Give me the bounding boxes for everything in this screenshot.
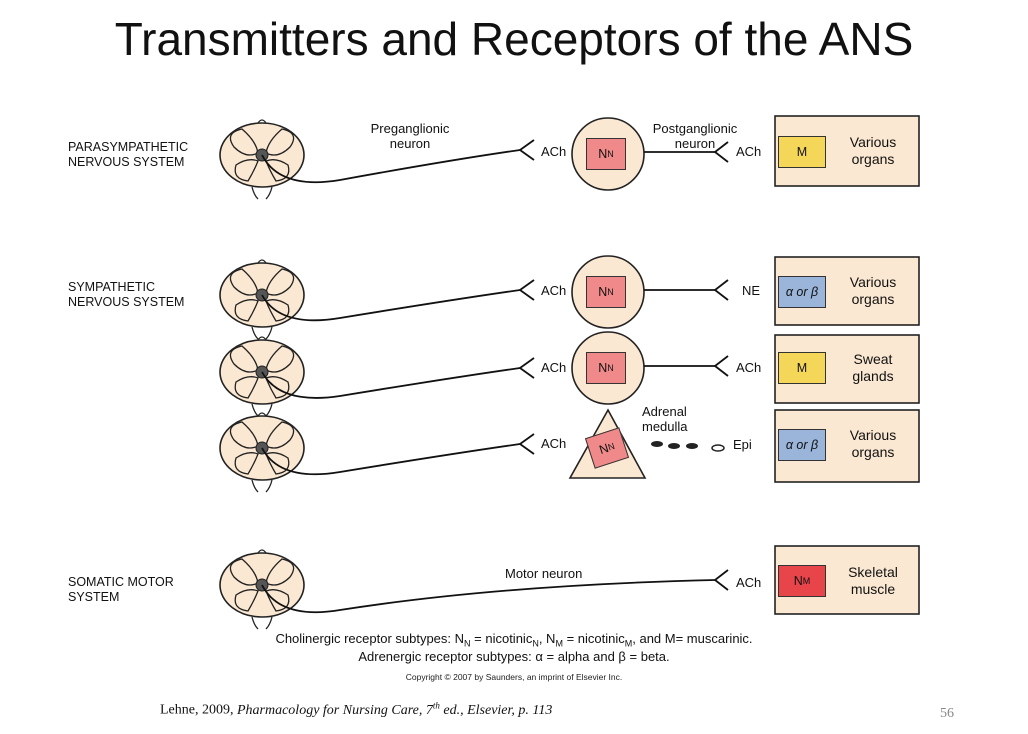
ach-label-effector-1: ACh	[736, 144, 762, 159]
postganglionic-label: Postganglionic neuron	[652, 121, 738, 151]
organ-label-sweat: Sweat glands	[852, 351, 894, 384]
copyright-notice: Copyright © 2007 by Saunders, an imprint…	[405, 672, 623, 682]
somatic-label: SOMATIC MOTOR SYSTEM	[68, 575, 174, 604]
cholinergic-legend: Cholinergic receptor subtypes: NN = nico…	[275, 631, 753, 649]
organ-label-various-2: Various organs	[849, 274, 897, 307]
motor-neuron-label: Motor neuron	[505, 566, 583, 581]
alpha-beta-receptor-1: α or β	[778, 276, 826, 308]
adrenergic-legend: Adrenergic receptor subtypes: α = alpha …	[358, 649, 670, 664]
citation: Lehne, 2009, Pharmacology for Nursing Ca…	[160, 700, 553, 718]
ach-label-ganglion-1: ACh	[541, 144, 567, 159]
ach-label-ganglion-4: ACh	[541, 436, 567, 451]
ach-label-ganglion-2: ACh	[541, 283, 567, 298]
adrenal-medulla-label: Adrenal medulla	[642, 404, 688, 434]
alpha-beta-receptor-2: α or β	[778, 429, 826, 461]
ach-label-effector-3: ACh	[736, 360, 762, 375]
page-number: 56	[940, 706, 954, 721]
slide-title: Transmitters and Receptors of the ANS	[114, 13, 914, 65]
organ-label-skeletal: Skeletal muscle	[848, 564, 898, 597]
organ-label-various-3: Various organs	[849, 427, 897, 460]
epi-label: Epi	[733, 437, 752, 452]
ne-label: NE	[742, 283, 761, 298]
m-receptor-1: M	[778, 136, 826, 168]
m-receptor-2: M	[778, 352, 826, 384]
preganglionic-label: Preganglionic neuron	[370, 121, 450, 151]
parasympathetic-label: PARASYMPATHETIC NERVOUS SYSTEM	[68, 140, 189, 169]
ach-label-ganglion-3: ACh	[541, 360, 567, 375]
ach-label-somatic: ACh	[736, 575, 762, 590]
sympathetic-label: SYMPATHETIC NERVOUS SYSTEM	[68, 280, 185, 309]
organ-label-various-1: Various organs	[849, 134, 897, 167]
